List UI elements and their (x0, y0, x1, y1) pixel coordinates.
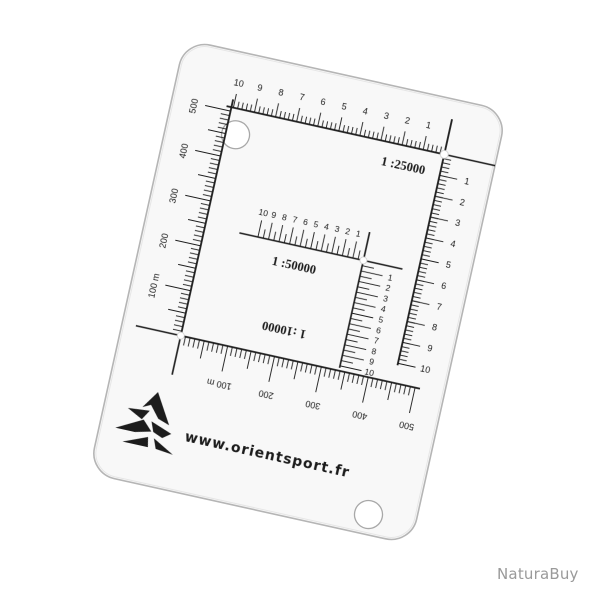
ruler-label: 500 (398, 419, 415, 432)
ruler-label: 8 (371, 346, 378, 357)
ruler-label: 6 (302, 217, 309, 228)
ruler-label: 200 (258, 388, 275, 401)
ruler-label: 6 (320, 97, 327, 108)
ruler-label: 2 (404, 115, 411, 126)
ruler-label: 7 (436, 301, 443, 312)
ruler-label: 400 (351, 409, 368, 422)
ruler-label: 3 (334, 224, 341, 235)
ruler-label: 6 (440, 280, 447, 291)
ruler-label: 7 (299, 92, 306, 103)
ruler-label: 5 (313, 219, 320, 230)
ruler-label: 5 (445, 259, 452, 270)
ruler-label: 9 (271, 210, 278, 221)
ruler-label: 2 (385, 283, 392, 294)
ruler-label: 6 (375, 325, 382, 336)
ruler-label: 1 (387, 272, 394, 283)
ruler-label: 5 (341, 101, 348, 112)
ruler-label: 1 (463, 176, 470, 187)
ruler-label: 10 (364, 366, 376, 378)
ruler-label: 400 (177, 143, 190, 160)
ruler-label: 300 (167, 187, 180, 204)
ruler-label: 10 (233, 77, 245, 89)
ruler-label: 300 (304, 398, 321, 411)
orientsport-logo-icon (115, 392, 173, 455)
card-inner-edge (95, 46, 501, 538)
ruler-label: 8 (277, 87, 284, 98)
ruler-label: 10 (419, 363, 431, 375)
ruler-label: 8 (431, 322, 438, 333)
ruler-label: 2 (459, 197, 466, 208)
ruler-label: 3 (454, 218, 461, 229)
ruler-label: 500 (187, 98, 200, 115)
ruler-label: 3 (382, 293, 389, 304)
ruler-label: 9 (256, 82, 263, 93)
ruler-label: 4 (362, 106, 369, 117)
ruler-label: 1 (355, 228, 362, 239)
ruler-label: 3 (383, 111, 390, 122)
ruler-label: 2 (344, 226, 351, 237)
hole-top (220, 120, 251, 150)
ruler-label: 7 (292, 214, 299, 225)
ruler-label: 9 (368, 356, 375, 367)
ruler-label: 1 (425, 120, 432, 131)
ruler-label: 10 (258, 207, 270, 219)
ruler-label: 7 (373, 335, 380, 346)
ruler-label: 8 (281, 212, 288, 223)
naturabuy-watermark: NaturaBuy (497, 565, 579, 583)
ruler-label: 9 (426, 343, 433, 354)
ruler-label: 4 (380, 304, 387, 315)
ruler-label: 200 (157, 232, 170, 249)
ruler-label: 5 (378, 314, 385, 325)
ruler-label: 4 (323, 221, 330, 232)
card-body (93, 43, 503, 541)
hole-bottom (353, 499, 384, 530)
ruler-label: 4 (450, 239, 457, 250)
